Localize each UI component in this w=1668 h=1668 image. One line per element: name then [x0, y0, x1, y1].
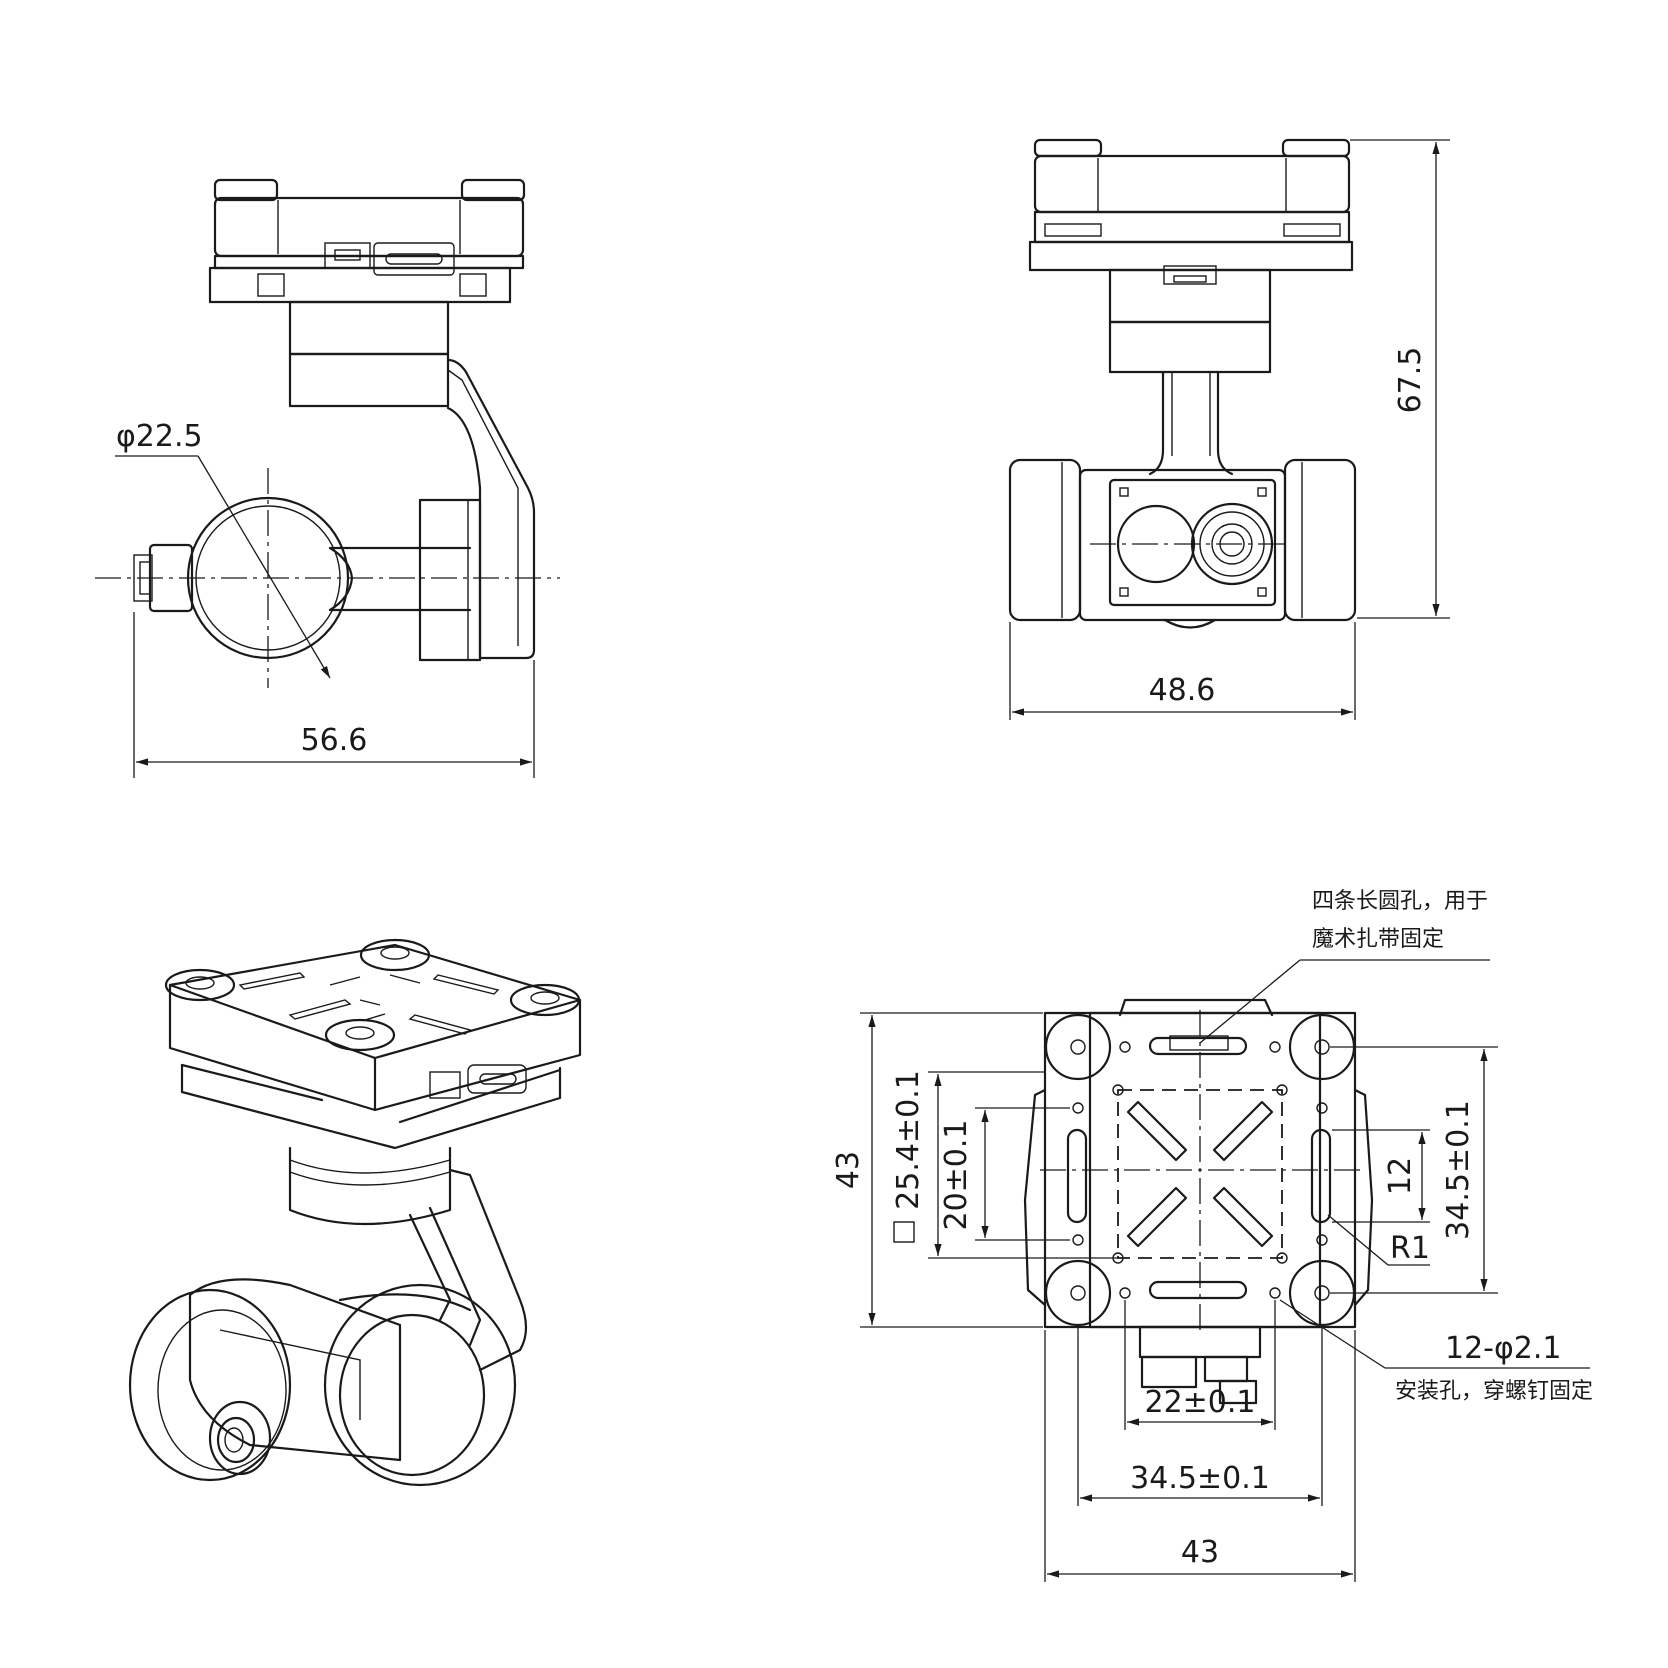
mount-hole-note: 安装孔，穿螺钉固定	[1395, 1379, 1593, 1404]
bottom-holes-label: 12-φ2.1	[1445, 1331, 1562, 1366]
bottom-inner-y-label: 20±0.1	[939, 1119, 974, 1230]
bottom-pitch-y-label: 34.5±0.1	[1441, 1100, 1476, 1240]
front-width-label: 48.6	[1149, 673, 1216, 708]
bottom-pitch-x-label: 34.5±0.1	[1130, 1461, 1270, 1496]
bottom-width-label: 43	[1181, 1535, 1219, 1570]
bottom-inner-x-label: 22±0.1	[1144, 1385, 1255, 1420]
bottom-square-label: 25.4±0.1	[891, 1070, 926, 1210]
front-height-label: 67.5	[1393, 347, 1428, 414]
bottom-height-label: 43	[831, 1151, 866, 1189]
slot-note-line1: 四条长圆孔，用于	[1312, 889, 1488, 914]
bottom-view: 43 25.4±0.1 20±0.1 34.5±0.1 12 R1 22±0.1	[831, 889, 1593, 1582]
slot-note-line2: 魔术扎带固定	[1312, 927, 1444, 952]
side-width-label: 56.6	[301, 723, 368, 758]
front-view: 48.6 67.5	[1008, 138, 1450, 720]
side-view: φ22.5 56.6	[95, 178, 560, 778]
side-diameter-label: φ22.5	[116, 419, 203, 454]
isometric-view	[128, 938, 582, 1487]
bottom-radius-label: R1	[1390, 1231, 1430, 1266]
bottom-slot-length-label: 12	[1383, 1157, 1418, 1195]
